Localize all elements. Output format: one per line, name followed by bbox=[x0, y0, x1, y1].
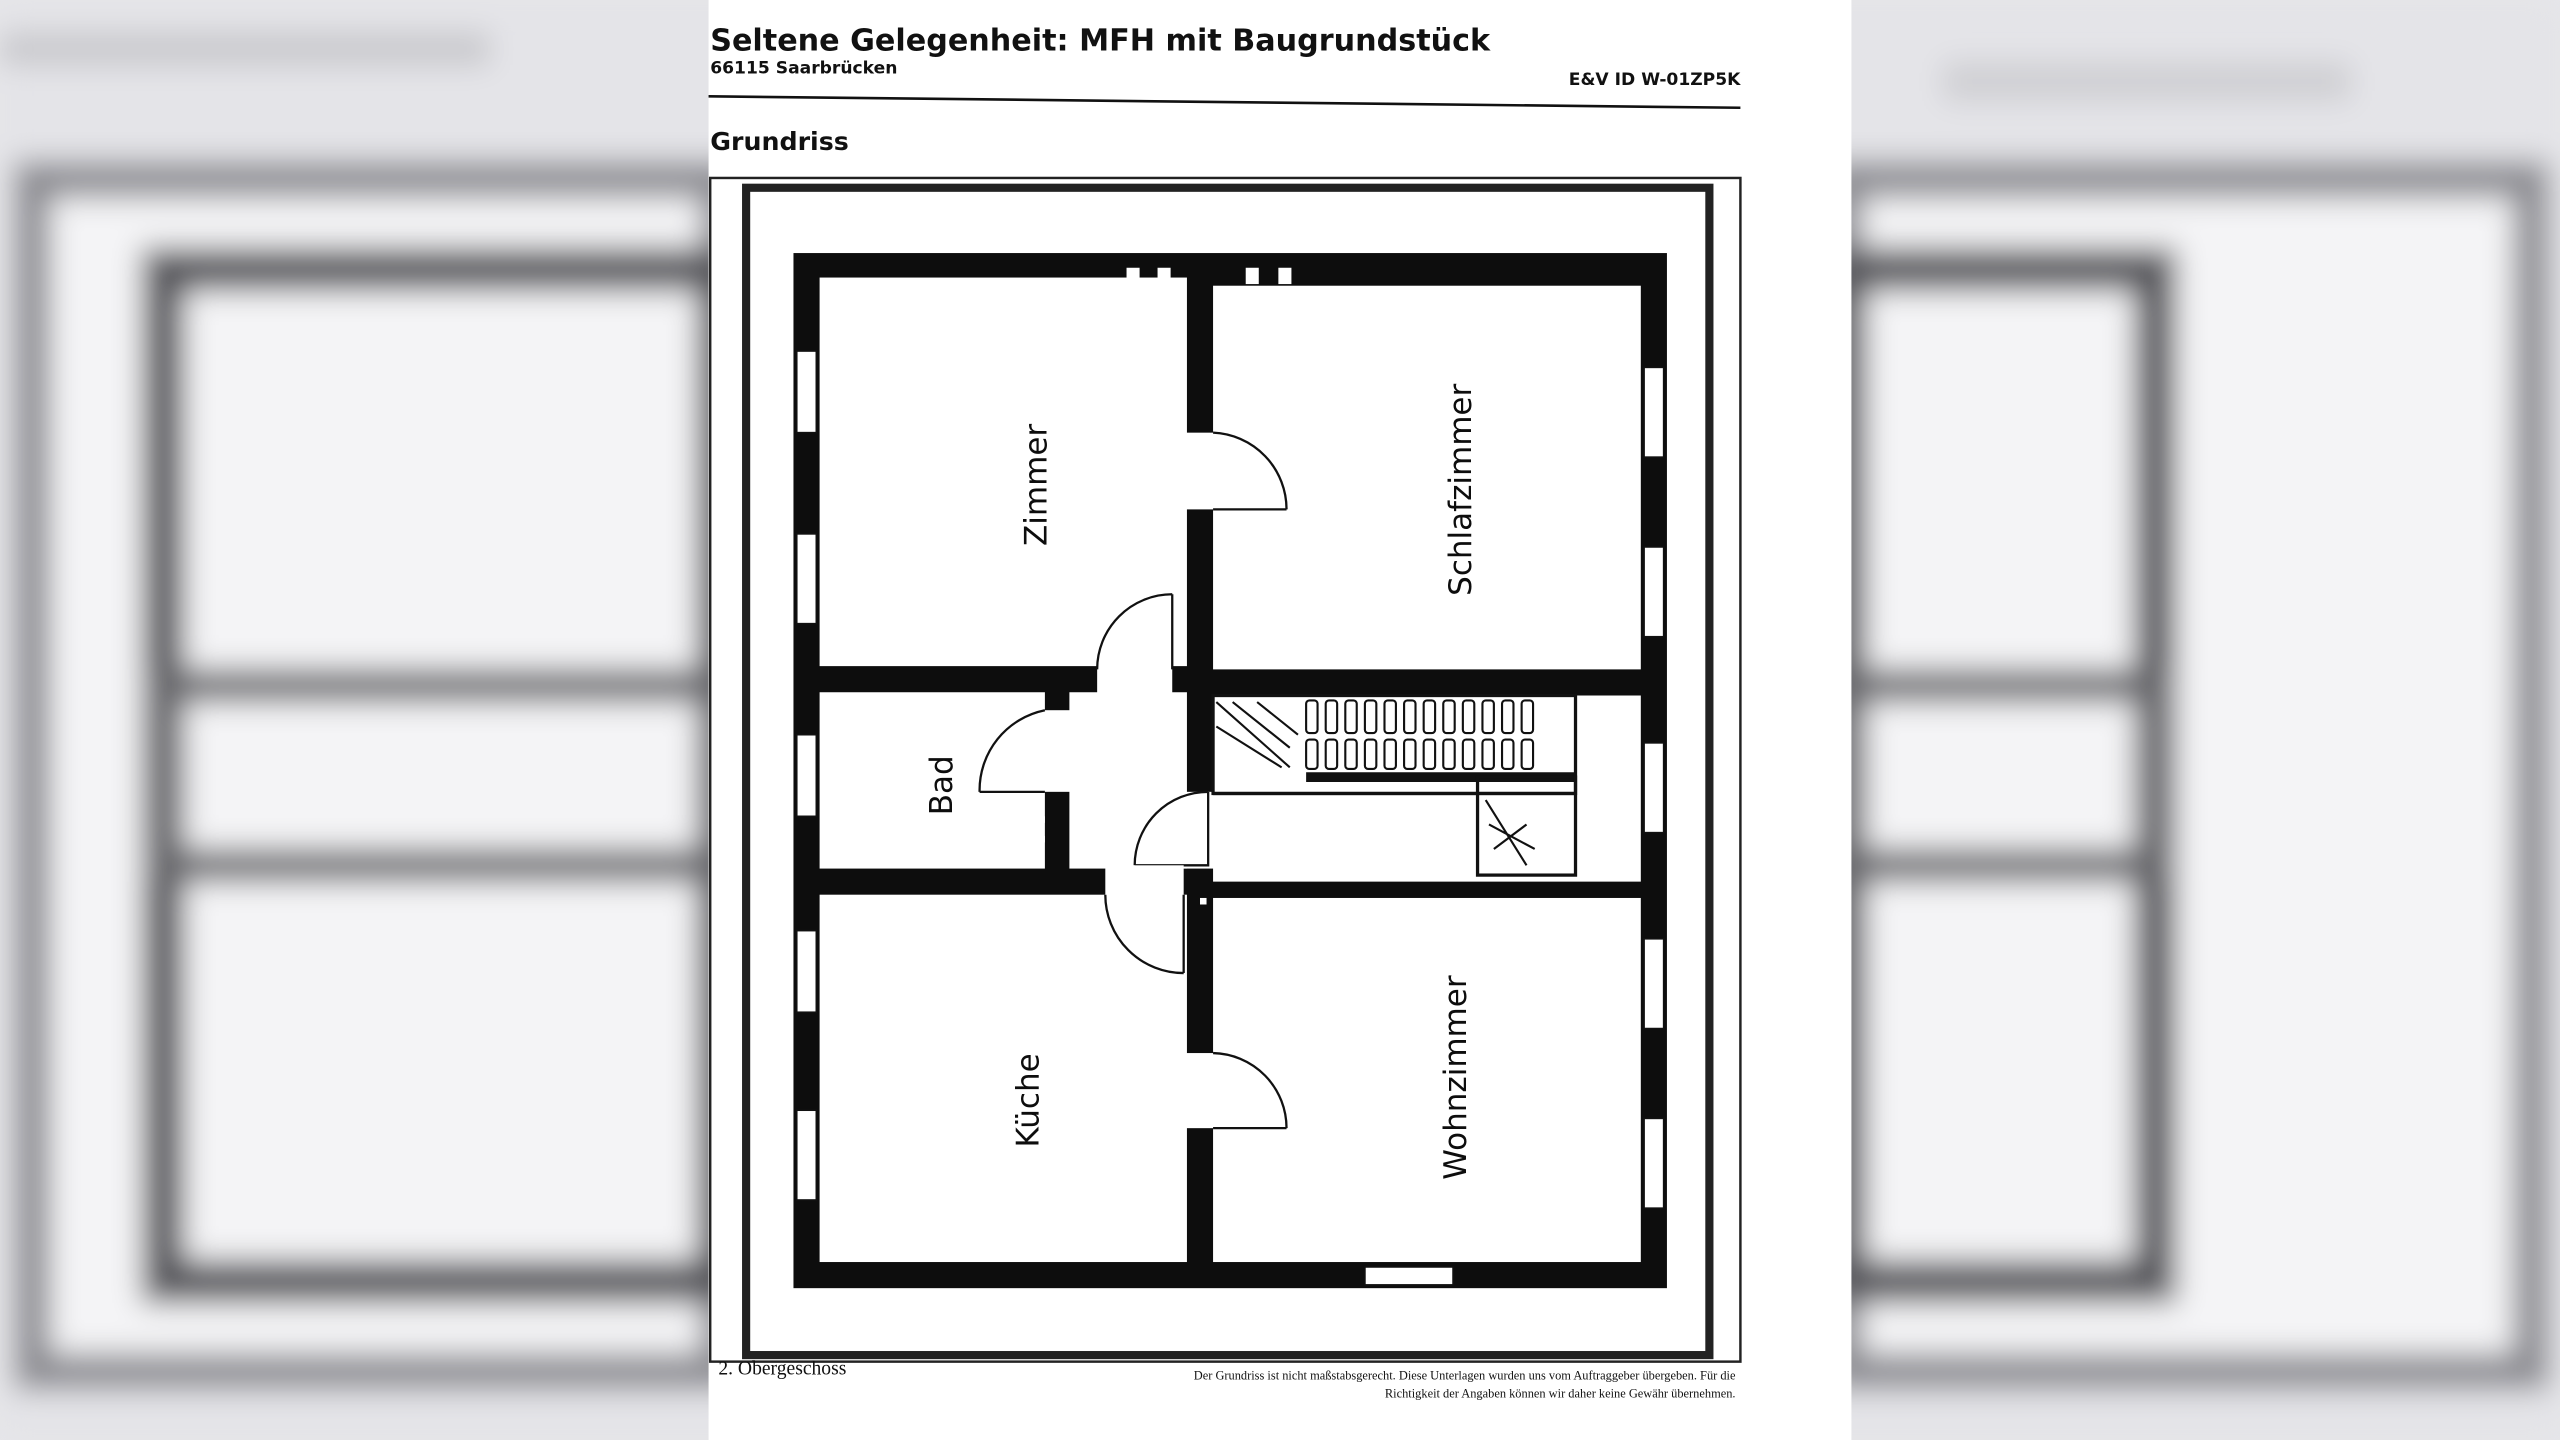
disclaimer-line-1: Der Grundriss ist nicht maßstabsgerecht.… bbox=[1194, 1369, 1736, 1383]
label-kueche: Küche bbox=[1010, 1053, 1046, 1147]
plan-inner-frame bbox=[742, 183, 1714, 1360]
stair-tread bbox=[1324, 699, 1339, 735]
stair-tread bbox=[1520, 699, 1535, 735]
doors bbox=[978, 431, 1288, 1130]
label-wohnzimmer: Wohnzimmer bbox=[1438, 975, 1474, 1180]
stair-tread bbox=[1520, 738, 1535, 771]
floorplan: Zimmer Schlafzimmer Bad Küche Wohnzimmer… bbox=[708, 176, 1742, 1401]
label-schlafzimmer: Schlafzimmer bbox=[1443, 384, 1479, 596]
room-kueche bbox=[819, 894, 1187, 1263]
staircase bbox=[1211, 693, 1578, 877]
stair-tread bbox=[1305, 699, 1319, 735]
stair-tread bbox=[1442, 738, 1456, 771]
stair-tread bbox=[1344, 699, 1358, 735]
stair-tread bbox=[1422, 738, 1437, 771]
room-wohnzimmer bbox=[1213, 897, 1641, 1263]
document-title: Seltene Gelegenheit: MFH mit Baugrundstü… bbox=[710, 24, 1491, 59]
stair-tread bbox=[1500, 738, 1515, 771]
section-heading: Grundriss bbox=[710, 127, 849, 156]
stair-tread bbox=[1422, 699, 1437, 735]
stair-tread bbox=[1363, 699, 1378, 735]
chimney-vents bbox=[1038, 267, 1292, 905]
stair-tread bbox=[1383, 699, 1397, 735]
stair-tread bbox=[1500, 699, 1515, 735]
floor-label: 2. Obergeschoss bbox=[718, 1359, 846, 1380]
room-bad bbox=[819, 692, 1045, 869]
stair-tread bbox=[1481, 699, 1495, 735]
stair-tread bbox=[1442, 699, 1456, 735]
label-zimmer: Zimmer bbox=[1019, 424, 1055, 546]
stair-tread bbox=[1403, 738, 1417, 771]
listing-id: E&V ID W-01ZP5K bbox=[1569, 70, 1741, 90]
header-divider bbox=[708, 95, 1741, 110]
stair-tread bbox=[1305, 738, 1319, 771]
room-zimmer bbox=[819, 277, 1187, 667]
stair-tread bbox=[1383, 738, 1397, 771]
windows bbox=[795, 350, 1665, 1286]
stair-tread bbox=[1363, 738, 1378, 771]
stair-tread bbox=[1324, 738, 1339, 771]
room-schlafzimmer bbox=[1213, 285, 1641, 670]
document-location: 66115 Saarbrücken bbox=[710, 58, 897, 78]
stair-tread bbox=[1461, 738, 1476, 771]
room-flur bbox=[1069, 692, 1187, 869]
disclaimer-line-2: Richtigkeit der Angaben können wir daher… bbox=[1385, 1387, 1736, 1401]
stair-tread bbox=[1461, 699, 1476, 735]
label-bad: Bad bbox=[924, 755, 960, 815]
stair-tread bbox=[1344, 738, 1358, 771]
stair-tread bbox=[1403, 699, 1417, 735]
stair-tread bbox=[1481, 738, 1495, 771]
